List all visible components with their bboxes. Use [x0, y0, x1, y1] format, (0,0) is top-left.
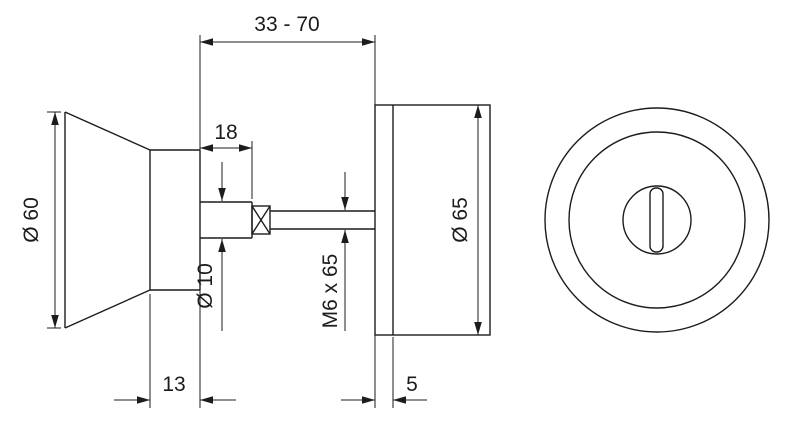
dim-label-bush-diameter: Ø 10 [194, 263, 217, 309]
knob-cone-bottom-line [64, 289, 151, 329]
knob-side-view [64, 111, 201, 329]
keyhole-slot [649, 187, 664, 253]
coupling-body [251, 205, 271, 235]
coupling-cross-2 [251, 205, 271, 235]
rose-side-view [374, 104, 491, 336]
dim-label-bush-length: 18 [214, 121, 237, 144]
dim-label-rose-diameter: Ø 65 [449, 197, 472, 243]
spindle-side-view [200, 201, 375, 239]
knob-cone-top-line [64, 111, 151, 151]
dim-label-door-thickness: 33 - 70 [254, 13, 319, 36]
rose-front-view [544, 107, 770, 333]
front-middle-circle [568, 131, 746, 309]
front-inner-circle [622, 185, 692, 255]
dim-label-knob-diameter: Ø 60 [20, 197, 43, 243]
dimensions: 33 - 70 18 Ø 60 Ø 10 M6 x 65 Ø 65 13 5 [20, 13, 482, 408]
rose-body [374, 104, 491, 336]
front-outer-circle [544, 107, 770, 333]
dim-label-neck-length: 13 [162, 373, 185, 396]
dim-label-rim-thickness: 5 [406, 373, 418, 396]
dim-label-bolt: M6 x 65 [319, 254, 342, 329]
